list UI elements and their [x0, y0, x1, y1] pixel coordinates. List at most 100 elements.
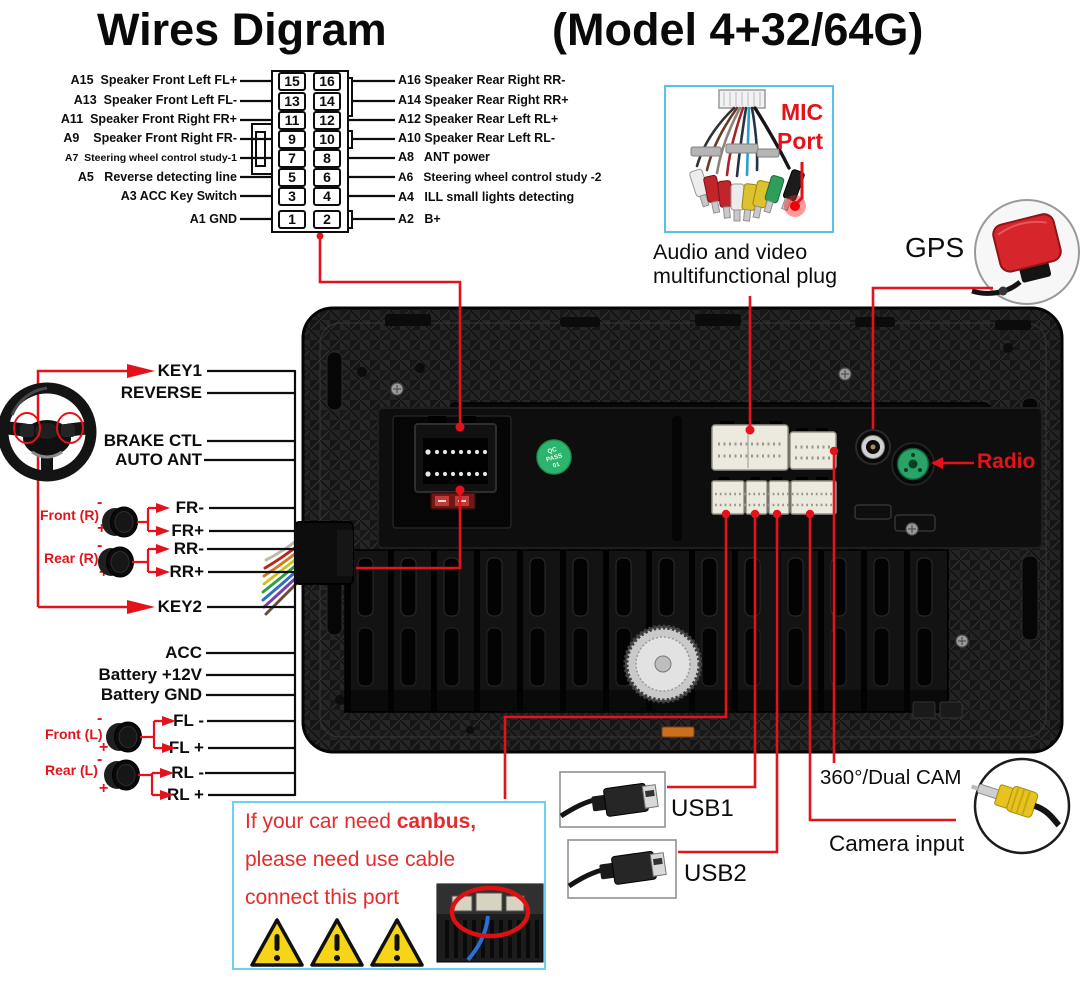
line-gps [871, 286, 993, 429]
rear-embossing [912, 701, 963, 719]
av-plug-label-line2: multifunctional plug [653, 264, 838, 288]
pin-connector-latch [251, 123, 273, 175]
front-r-minus: - [97, 494, 103, 511]
canbus-port-photo [436, 883, 544, 963]
canbus-note-line3: connect this port [245, 886, 400, 909]
pin-label-a10: A10 Speaker Rear Left RL- [398, 131, 556, 145]
wire-label-fr-plus: FR+ [171, 521, 204, 540]
wire-label-fr-minus: FR- [175, 498, 204, 517]
annotation-lines [318, 234, 993, 854]
pin-label-a5: A5 Reverse detecting line [77, 170, 237, 184]
wire-harness-image [261, 521, 354, 616]
pin-2: 2 [313, 210, 341, 229]
wire-label-brake: BRAKE CTL [103, 431, 202, 450]
wire-label-batt12v: Battery +12V [98, 665, 202, 684]
pin-16: 16 [313, 72, 341, 91]
usb2-label: USB2 [684, 860, 747, 887]
radio-label: Radio [977, 450, 1036, 473]
wire-label-rl-plus: RL + [166, 785, 204, 804]
radio-connector [891, 442, 936, 532]
mic-port-pointer-line [795, 162, 804, 205]
usb1-photo [559, 771, 666, 828]
pin-label-a9: A9 Speaker Front Right FR- [63, 131, 237, 145]
mic-label-line1: MIC [781, 99, 824, 125]
pin-5: 5 [278, 168, 306, 187]
group-front-l: Front (L) [45, 726, 103, 742]
wire-label-key2: KEY2 [157, 597, 202, 616]
line-harness-plug [356, 490, 462, 570]
gps-antenna-photo [971, 199, 1080, 305]
wire-label-rr-minus: RR- [173, 539, 204, 558]
wire-label-fl-plus: FL + [168, 738, 204, 757]
qc-sticker-line3: 01 [552, 461, 561, 470]
qc-pass-sticker: QC PASS 01 [536, 439, 572, 475]
wire-label-key1: KEY1 [157, 361, 202, 380]
pin-label-a14: A14 Speaker Rear Right RR+ [398, 93, 569, 107]
key2-arrow [127, 600, 155, 614]
line-camera [808, 514, 956, 822]
warning-icons [250, 918, 424, 967]
canbus-note-line1-bold: canbus, [396, 810, 477, 833]
orange-indicator [661, 726, 695, 738]
pin-label-a6: A6 Steering wheel control study -2 [398, 170, 602, 184]
pin-1: 1 [278, 210, 306, 229]
pin-7: 7 [278, 149, 306, 168]
pin-15: 15 [278, 72, 306, 91]
fuse [430, 492, 476, 510]
usb2-photo [567, 839, 677, 899]
speaker-bracket-arrows [156, 503, 176, 800]
pin-label-a1: A1 GND [189, 212, 237, 226]
antenna-jack [854, 429, 892, 520]
page-title-model: (Model 4+32/64G) [552, 4, 924, 55]
line-16pin [318, 234, 462, 424]
mic-plug-photo [689, 89, 806, 222]
main-power-connector-16pin [392, 415, 512, 529]
rear-r-minus: - [97, 537, 103, 554]
rear-l-plus: + [99, 780, 109, 797]
camera-rca-photo [970, 757, 1071, 855]
pin-12: 12 [313, 111, 341, 130]
pin-label-a11: A11 Speaker Front Right FR+ [60, 112, 237, 126]
pin-11: 11 [278, 111, 306, 130]
steering-wheel-image [0, 382, 97, 482]
usb1-label: USB1 [671, 795, 734, 822]
dual-cam-label: 360°/Dual CAM [820, 766, 962, 789]
line-usb1 [667, 514, 757, 789]
harness-wire-lines [204, 369, 297, 797]
pin-label-a2: A2 B+ [398, 212, 441, 226]
canbus-note-line2: please need use cable [245, 848, 456, 871]
cam360-connector-socket [789, 428, 837, 470]
pin-14: 14 [313, 92, 341, 111]
av-connector-socket [711, 421, 789, 471]
canbus-note-line1-normal: If your car need [245, 810, 397, 833]
parking-sensor-images [98, 506, 142, 791]
wire-label-autoant: AUTO ANT [115, 450, 202, 469]
key1-arrow [127, 364, 155, 378]
dial-wheel [623, 624, 703, 704]
mic-plug-box [664, 85, 834, 233]
pin-label-a16: A16 Speaker Rear Right RR- [398, 73, 566, 87]
annotation-dots [316, 232, 839, 519]
pin-label-a7: A7 Steering wheel control study-1 [64, 152, 237, 164]
pin-table-right-lines [344, 79, 395, 221]
small-connector-row [711, 477, 837, 515]
front-l-plus: + [99, 739, 109, 756]
page-title: Wires Digram [97, 4, 387, 55]
pin-13: 13 [278, 92, 306, 111]
line-canbus [503, 514, 728, 799]
group-rear-r: Rear (R) [44, 550, 99, 566]
qc-sticker-line1: QC [547, 446, 558, 455]
front-r-plus: + [97, 520, 107, 537]
wire-label-battgnd: Battery GND [100, 685, 202, 704]
wire-label-rr-plus: RR+ [169, 562, 204, 581]
wire-label-acc: ACC [165, 643, 202, 662]
line-usb2 [678, 514, 779, 854]
wire-label-rl-minus: RL - [171, 763, 204, 782]
wire-label-reverse: REVERSE [120, 383, 202, 402]
camera-input-label: Camera input [829, 831, 965, 856]
av-plug-label-line1: Audio and video [653, 240, 808, 264]
qc-sticker-line2: PASS [545, 452, 563, 463]
canbus-note-box [232, 801, 546, 970]
